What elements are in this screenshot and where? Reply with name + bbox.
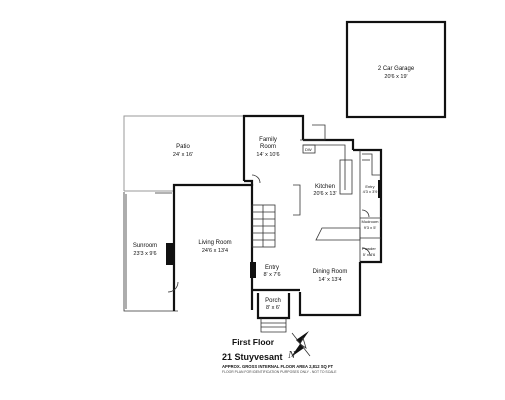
kitchen-label: Kitchen [315, 184, 335, 190]
entry-dims: 8' x 7'6 [263, 272, 280, 278]
family-room-walls [242, 114, 305, 181]
kitchen-pantry [300, 124, 326, 141]
small-entry-dims: 4'3 x 3'9 [363, 189, 378, 194]
family-corner-wall [244, 179, 254, 186]
sunroom-walls [123, 192, 178, 312]
porch-label: Porch [265, 298, 281, 304]
family-room-dims: 14' x 10'6 [256, 152, 279, 158]
garage-walls [345, 20, 447, 119]
dishwasher [302, 144, 316, 154]
dining-room-walls [298, 262, 362, 317]
sunroom-label: Sunroom [133, 243, 157, 249]
sunroom-dims: 23'3 x 9'6 [133, 251, 156, 257]
living-room-label: Living Room [198, 240, 231, 246]
dining-room-label: Dining Room [313, 269, 348, 275]
disclaimer-note: FLOOR PLAN FOR IDENTIFICATION PURPOSES O… [222, 369, 337, 374]
living-room-dims: 24'6 x 13'4 [202, 248, 228, 254]
kitchen-counter-top [303, 144, 346, 190]
mudroom-label: Mudroom [362, 219, 380, 224]
mudroom-dims: 9'3 x 5' [364, 225, 377, 230]
family-room-label-2: Room [260, 144, 276, 150]
small-entry-label: Entry [365, 184, 374, 189]
dining-room-dims: 14' x 13'4 [318, 277, 341, 283]
patio-dims: 24' x 16' [173, 152, 193, 158]
compass-rose-icon [291, 331, 311, 357]
door-swing [361, 247, 371, 257]
fireplace-icon [250, 262, 256, 278]
entry-label: Entry [265, 265, 279, 271]
kitchen-island [339, 159, 353, 195]
porch-walls [256, 293, 291, 320]
family-room-label: Family [259, 137, 277, 143]
porch-steps [260, 318, 287, 333]
kitchen-peninsula [315, 227, 361, 241]
kitchen-west-counter [293, 184, 301, 216]
fireplace-icon [166, 243, 175, 265]
floor-title: First Floor [232, 337, 275, 347]
kitchen-dims: 20'6 x 13' [313, 191, 336, 197]
powder-label: Powder [362, 246, 376, 251]
garage-dims: 20'6 x 19' [384, 74, 407, 80]
porch-dims: 8' x 6' [266, 305, 280, 311]
garage-label: 2 Car Garage [378, 66, 415, 72]
door-swing [167, 281, 179, 293]
dw-label: DW [305, 147, 312, 152]
east-wing-wall [353, 148, 383, 264]
entry-door-marker [378, 180, 382, 198]
floor-area-note: APPROX. GROSS INTERNAL FLOOR AREA 2,812 … [222, 364, 334, 369]
back-stair [362, 153, 380, 176]
patio-label: Patio [176, 144, 190, 150]
door-swing [361, 209, 370, 218]
door-swing [251, 174, 261, 184]
property-address: 21 Stuyvesant [222, 352, 283, 362]
script-logo-icon: N [288, 349, 296, 361]
powder-dims: 5' x 4'6 [363, 252, 376, 257]
